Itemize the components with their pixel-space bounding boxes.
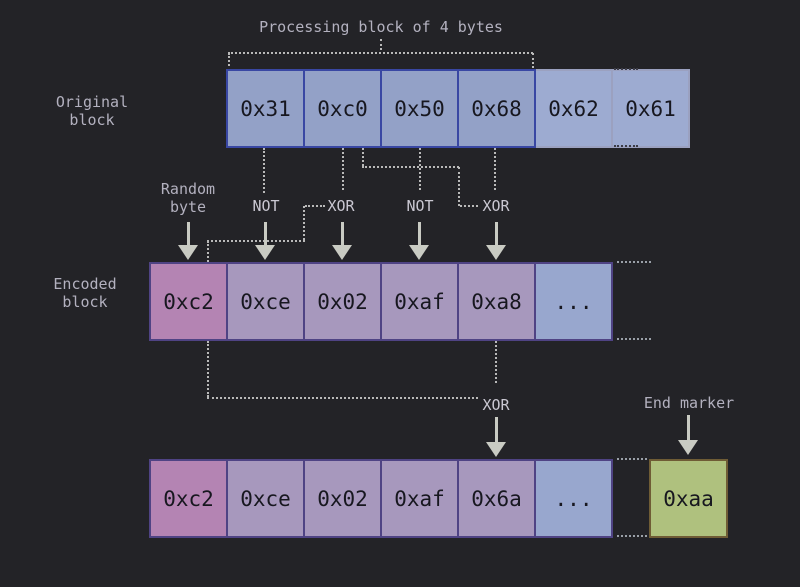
processing-block-title: Processing block of 4 bytes bbox=[259, 18, 503, 36]
dotted-connector bbox=[494, 148, 496, 190]
arrow-down-icon bbox=[332, 222, 352, 260]
byte-cell: 0xaf bbox=[380, 262, 459, 341]
byte-cell: 0xc0 bbox=[303, 69, 382, 148]
op-label-xor-1: XOR bbox=[327, 197, 355, 215]
bracket-line bbox=[228, 52, 533, 54]
byte-cell: 0xc2 bbox=[149, 262, 228, 341]
dotted-connector bbox=[342, 148, 344, 190]
continuation-dots bbox=[617, 535, 647, 537]
continuation-dots bbox=[617, 338, 651, 340]
arrow-down-icon bbox=[486, 222, 506, 260]
arrow-down-icon bbox=[255, 222, 275, 260]
op-label-xor-3: XOR bbox=[482, 396, 510, 414]
byte-cell: 0x31 bbox=[226, 69, 305, 148]
arrow-down-icon bbox=[178, 222, 198, 260]
byte-cell: 0x6a bbox=[457, 459, 536, 538]
byte-cell: 0x02 bbox=[303, 262, 382, 341]
dotted-connector bbox=[207, 341, 209, 397]
dotted-connector bbox=[458, 167, 460, 206]
encoded-block-label: Encoded block bbox=[53, 275, 117, 311]
arrow-down-icon bbox=[409, 222, 429, 260]
dotted-connector bbox=[362, 148, 364, 166]
continuation-dots bbox=[614, 68, 638, 70]
random-byte-label: Random byte bbox=[160, 180, 216, 216]
byte-cell: 0xce bbox=[226, 459, 305, 538]
byte-cell: 0xce bbox=[226, 262, 305, 341]
byte-cell: 0x68 bbox=[457, 69, 536, 148]
bracket-center-tick bbox=[380, 39, 382, 50]
original-block-label: Original block bbox=[55, 93, 129, 129]
byte-cell: 0x62 bbox=[534, 69, 613, 148]
dotted-connector bbox=[207, 241, 209, 262]
byte-cell: 0x61 bbox=[611, 69, 690, 148]
byte-cell: ... bbox=[534, 459, 613, 538]
byte-cell: 0xaf bbox=[380, 459, 459, 538]
continuation-dots bbox=[617, 261, 651, 263]
end-marker-label: End marker bbox=[643, 394, 735, 412]
dotted-connector bbox=[263, 148, 265, 193]
op-label-not-1: NOT bbox=[252, 197, 280, 215]
dotted-connector bbox=[362, 166, 459, 168]
byte-cell: 0xc2 bbox=[149, 459, 228, 538]
op-label-not-2: NOT bbox=[406, 197, 434, 215]
bracket-right-tick bbox=[532, 53, 534, 68]
continuation-dots bbox=[617, 458, 647, 460]
byte-cell: ... bbox=[534, 262, 613, 341]
dotted-connector bbox=[303, 206, 305, 240]
arrow-down-icon bbox=[486, 417, 506, 457]
continuation-dots bbox=[614, 145, 638, 147]
byte-cell: 0xa8 bbox=[457, 262, 536, 341]
arrow-down-icon bbox=[678, 415, 698, 455]
op-label-xor-2: XOR bbox=[482, 197, 510, 215]
dotted-connector bbox=[495, 341, 497, 383]
bracket-left-tick bbox=[228, 53, 230, 66]
end-marker-cell: 0xaa bbox=[649, 459, 728, 538]
byte-cell: 0x50 bbox=[380, 69, 459, 148]
dotted-connector bbox=[305, 205, 325, 207]
dotted-connector bbox=[207, 240, 305, 242]
dotted-connector bbox=[419, 148, 421, 190]
dotted-connector bbox=[460, 205, 478, 207]
byte-cell: 0x02 bbox=[303, 459, 382, 538]
dotted-connector bbox=[207, 397, 478, 399]
